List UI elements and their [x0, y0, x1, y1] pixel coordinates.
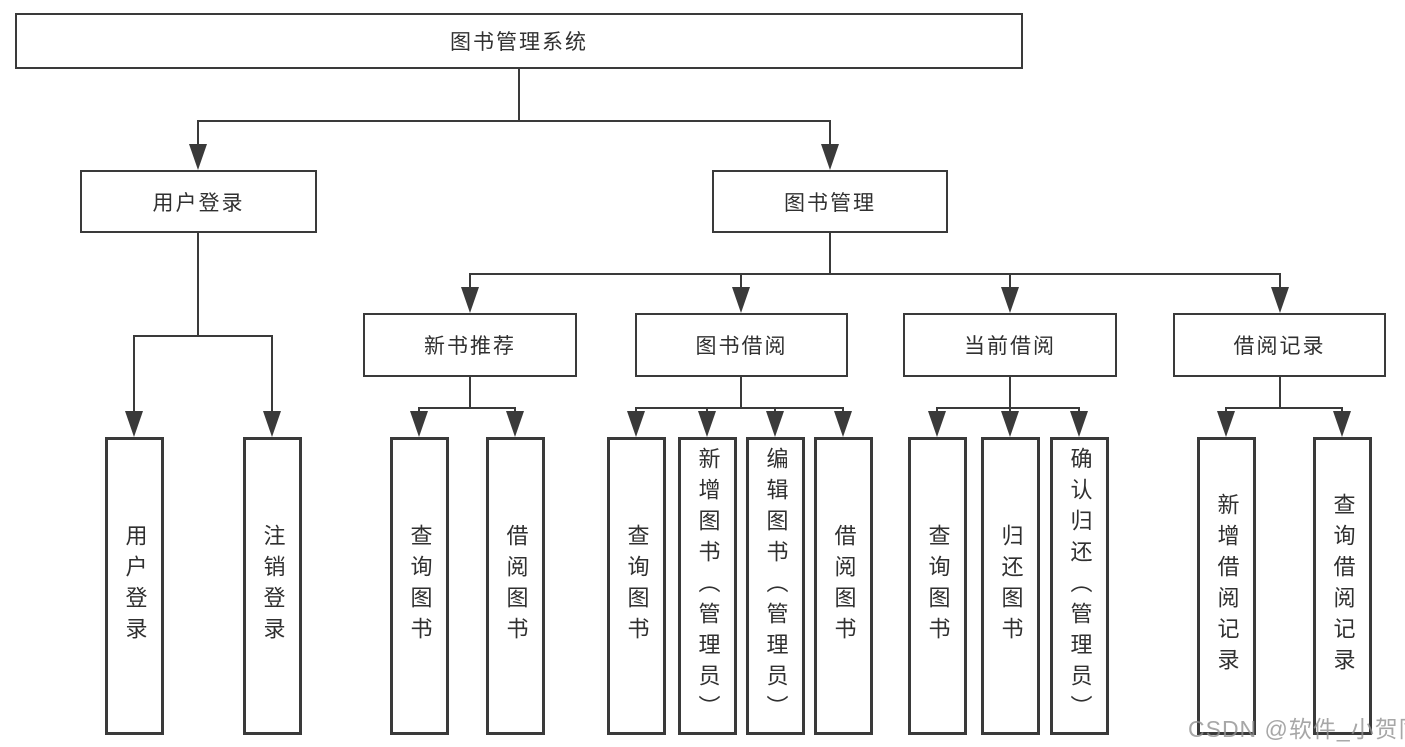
- arrow-to-recommend: [461, 287, 479, 313]
- connector-recommend-drop: [469, 377, 471, 408]
- node-add-borrow-record: 新增借阅记录: [1197, 437, 1256, 735]
- arrow-current-leaf2: [1001, 411, 1019, 437]
- node-return-books-label: 归还图书: [998, 524, 1024, 648]
- arrow-records-leaf1: [1217, 411, 1235, 437]
- node-user-login-action: 用户登录: [105, 437, 164, 735]
- node-borrow-records: 借阅记录: [1173, 313, 1386, 377]
- node-edit-books-admin-label: 编辑图书（管理员）: [763, 446, 789, 726]
- connector-records-bar: [1225, 407, 1343, 409]
- node-current-borrowing: 当前借阅: [903, 313, 1117, 377]
- node-book-mgmt: 图书管理: [712, 170, 948, 233]
- node-borrow-books: 借阅图书: [814, 437, 873, 735]
- node-query-books-current-label: 查询图书: [925, 524, 951, 648]
- node-query-books-current: 查询图书: [908, 437, 967, 735]
- node-confirm-return-admin-label: 确认归还（管理员）: [1067, 446, 1093, 726]
- node-query-books-borrowing: 查询图书: [607, 437, 666, 735]
- node-query-books-recommend: 查询图书: [390, 437, 449, 735]
- arrow-recommend-leaf2: [506, 411, 524, 437]
- node-borrow-records-label: 借阅记录: [1233, 335, 1326, 358]
- node-query-borrow-record: 查询借阅记录: [1313, 437, 1372, 735]
- arrow-to-user-login-leaf: [125, 411, 143, 437]
- connector-level3-bar: [469, 273, 1281, 275]
- connector-current-bar: [936, 407, 1079, 409]
- node-user-login-action-label: 用户登录: [122, 524, 148, 648]
- node-borrow-books-label: 借阅图书: [831, 524, 857, 648]
- node-edit-books-admin: 编辑图书（管理员）: [746, 437, 805, 735]
- connector-borrowing-drop: [740, 377, 742, 408]
- connector-current-drop: [1009, 377, 1011, 408]
- node-logout-action-label: 注销登录: [260, 524, 286, 648]
- node-user-login-label: 用户登录: [152, 191, 245, 215]
- arrow-to-current: [1001, 287, 1019, 313]
- arrow-borrowing-leaf3: [766, 411, 784, 437]
- arrow-records-leaf2: [1333, 411, 1351, 437]
- node-logout-action: 注销登录: [243, 437, 302, 735]
- arrow-borrowing-leaf4: [834, 411, 852, 437]
- node-user-login: 用户登录: [80, 170, 317, 233]
- arrow-borrowing-leaf1: [627, 411, 645, 437]
- node-query-books-borrowing-label: 查询图书: [624, 524, 650, 648]
- node-book-mgmt-label: 图书管理: [784, 191, 876, 215]
- node-add-books-admin: 新增图书（管理员）: [678, 437, 737, 735]
- connector-borrowing-bar: [635, 407, 844, 409]
- node-borrow-books-recommend-label: 借阅图书: [503, 524, 529, 648]
- connector-book-mgmt-drop: [829, 233, 831, 275]
- arrow-borrowing-leaf2: [698, 411, 716, 437]
- arrow-to-book-mgmt: [821, 144, 839, 170]
- connector-user-leaf2-stub: [271, 335, 273, 413]
- node-return-books: 归还图书: [981, 437, 1040, 735]
- connector-records-stub: [1279, 273, 1281, 291]
- arrow-to-borrowing: [732, 287, 750, 313]
- connector-borrowing-stub: [740, 273, 742, 291]
- node-add-borrow-record-label: 新增借阅记录: [1214, 493, 1240, 679]
- arrow-current-leaf1: [928, 411, 946, 437]
- node-add-books-admin-label: 新增图书（管理员）: [695, 446, 721, 726]
- node-borrow-books-recommend: 借阅图书: [486, 437, 545, 735]
- connector-book-mgmt-stub: [829, 120, 831, 148]
- arrow-to-user-login: [189, 144, 207, 170]
- arrow-current-leaf3: [1070, 411, 1088, 437]
- csdn-watermark: CSDN @软件_小贺同学: [1188, 716, 1405, 742]
- connector-recommend-bar: [418, 407, 516, 409]
- connector-recommend-stub: [469, 273, 471, 291]
- node-query-borrow-record-label: 查询借阅记录: [1330, 493, 1356, 679]
- node-new-book-recommend-label: 新书推荐: [424, 335, 516, 358]
- arrow-to-logout-leaf: [263, 411, 281, 437]
- node-confirm-return-admin: 确认归还（管理员）: [1050, 437, 1109, 735]
- node-book-borrowing: 图书借阅: [635, 313, 848, 377]
- arrow-recommend-leaf1: [410, 411, 428, 437]
- connector-user-login-stub: [197, 120, 199, 148]
- arrow-to-records: [1271, 287, 1289, 313]
- node-book-borrowing-label: 图书借阅: [695, 335, 788, 358]
- connector-user-login-bar: [133, 335, 273, 337]
- node-new-book-recommend: 新书推荐: [363, 313, 577, 377]
- connector-records-drop: [1279, 377, 1281, 408]
- connector-user-leaf1-stub: [133, 335, 135, 413]
- connector-current-stub: [1009, 273, 1011, 291]
- connector-level1-bar: [197, 120, 831, 122]
- node-root-system: 图书管理系统: [15, 13, 1023, 69]
- node-current-borrowing-label: 当前借阅: [964, 335, 1056, 358]
- node-query-books-recommend-label: 查询图书: [407, 524, 433, 648]
- connector-root-drop: [518, 69, 520, 121]
- node-root-system-label: 图书管理系统: [450, 31, 588, 54]
- connector-user-login-drop: [197, 233, 199, 337]
